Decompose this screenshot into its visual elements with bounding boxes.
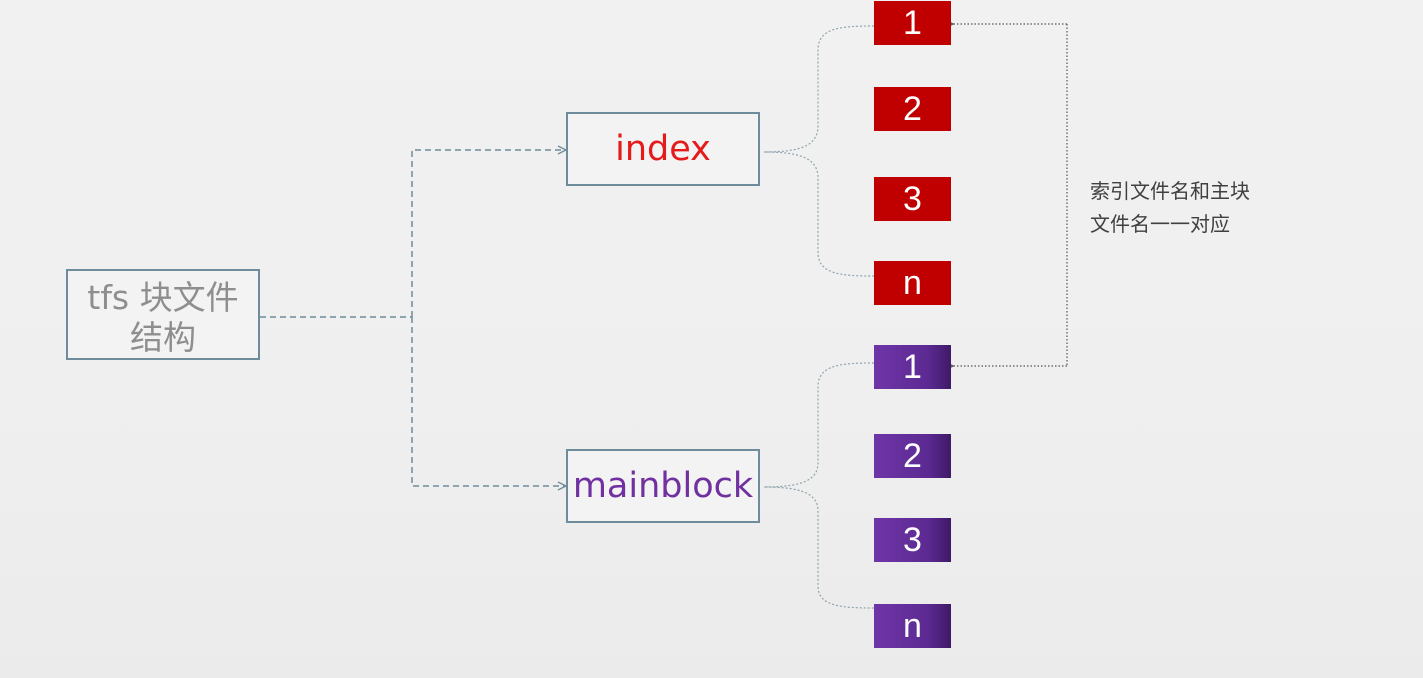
note-line2: 文件名一一对应	[1090, 212, 1230, 236]
root-label-line2: 结构	[130, 318, 196, 357]
mainblock-item-n: n	[874, 604, 951, 648]
index-label: index	[615, 129, 711, 169]
index-node: index	[566, 112, 760, 186]
index-item-1: 1	[874, 1, 951, 45]
mainblock-item-1: 1	[874, 345, 951, 389]
mainblock-node: mainblock	[566, 449, 760, 523]
root-connector	[260, 150, 566, 486]
index-item-2: 2	[874, 87, 951, 131]
correspondence-connector	[953, 24, 1068, 366]
note-line1: 索引文件名和主块	[1090, 179, 1250, 203]
index-item-3: 3	[874, 177, 951, 221]
mainblock-brace	[763, 362, 875, 609]
index-item-n: n	[874, 261, 951, 305]
correspondence-note: 索引文件名和主块 文件名一一对应	[1090, 175, 1310, 241]
mainblock-item-2: 2	[874, 434, 951, 478]
tfs-root-node: tfs 块文件	[66, 269, 260, 360]
mainblock-item-3: 3	[874, 518, 951, 562]
index-brace	[763, 25, 875, 277]
root-label-line1: tfs 块文件	[87, 278, 239, 317]
mainblock-label: mainblock	[572, 466, 754, 506]
